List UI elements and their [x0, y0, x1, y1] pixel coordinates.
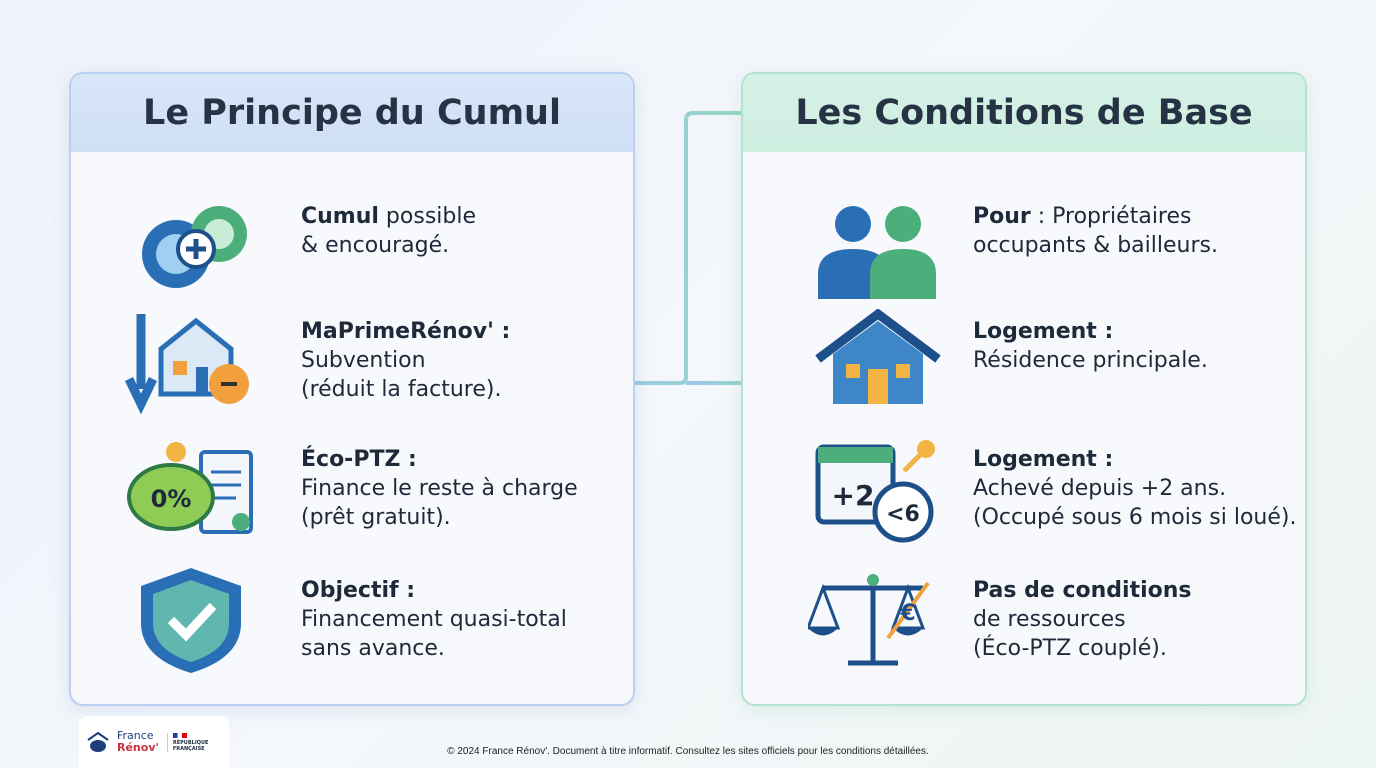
item-bold: MaPrimeRénov' :: [301, 319, 511, 344]
list-item-cumul: Cumul possible & encouragé.: [71, 194, 633, 314]
svg-text:0%: 0%: [151, 485, 192, 513]
right-card-title: Les Conditions de Base: [743, 74, 1305, 152]
item-bold: Logement :: [973, 319, 1114, 344]
left-card-principe-du-cumul: Le Principe du Cumul Cumul possible & enc…: [69, 72, 635, 706]
house-logo-icon: [87, 731, 109, 752]
list-item-pas-de-conditions: € Pas de conditions de ressources (Éco-PTZ…: [743, 568, 1305, 688]
item-text: & encouragé.: [301, 233, 450, 258]
item-text: (Éco-PTZ couplé).: [973, 636, 1167, 661]
list-item-maprimerenov: MaPrimeRénov' : Subvention (réduit la fact…: [71, 309, 633, 429]
left-card-title: Le Principe du Cumul: [71, 74, 633, 152]
item-text: Achevé depuis +2 ans.: [973, 476, 1227, 501]
item-text: Finance le reste à charge: [301, 476, 578, 501]
item-text: occupants & bailleurs.: [973, 233, 1218, 258]
item-text: (prêt gratuit).: [301, 505, 451, 530]
item-bold: Logement :: [973, 447, 1114, 472]
icon-label: <6: [886, 502, 920, 527]
item-text: possible: [378, 204, 477, 229]
flag-icon: [172, 732, 187, 738]
piggy-bank-0-percent-document-icon: 0%: [127, 442, 253, 534]
list-item-logement-acheve: +2 <6 Logement : Achevé depuis +2 ans. (Oc…: [743, 437, 1305, 557]
logo-brand-line2: Rénov': [117, 741, 159, 754]
shield-check-icon: [141, 568, 241, 673]
list-item-logement-residence: Logement : Résidence principale.: [743, 309, 1305, 429]
gears-plus-icon: [142, 206, 247, 288]
icon-label: +2: [832, 479, 875, 512]
right-card-conditions-de-base: Les Conditions de Base Pour : Propriétai…: [741, 72, 1307, 706]
calendar-clock-key-icon: +2 <6: [815, 440, 935, 543]
logo-gov-text: RÉPUBLIQUE FRANÇAISE: [172, 739, 209, 752]
item-bold: Cumul: [301, 204, 379, 229]
item-bold: Pas de conditions: [973, 578, 1192, 603]
item-text: (Occupé sous 6 mois si loué).: [973, 505, 1297, 530]
item-text: Financement quasi-total: [301, 607, 567, 632]
item-text: : Propriétaires: [1030, 204, 1192, 229]
item-text: (réduit la facture).: [301, 377, 502, 402]
list-item-objectif: Objectif : Financement quasi-total sans av…: [71, 568, 633, 688]
scale-no-euro-icon: €: [808, 574, 930, 666]
people-icon: [818, 206, 936, 299]
item-bold: Pour: [973, 204, 1031, 229]
logo-gov: RÉPUBLIQUE FRANÇAISE: [166, 732, 211, 752]
footer-disclaimer: © 2024 France Rénov'. Document à titre i…: [447, 746, 929, 757]
item-bold: Objectif :: [301, 578, 416, 603]
house-icon: [815, 309, 941, 404]
item-text: sans avance.: [301, 636, 445, 661]
euro-symbol: €: [899, 601, 915, 626]
list-item-eco-ptz: 0% Éco-PTZ : Finance le reste à charge (pr…: [71, 437, 633, 557]
item-text: Résidence principale.: [973, 348, 1208, 373]
item-text: Subvention: [301, 348, 426, 373]
house-down-arrow-money-bag-icon: [124, 314, 249, 415]
strike-slash: [886, 581, 930, 640]
item-text: de ressources: [973, 607, 1126, 632]
item-bold: Éco-PTZ :: [301, 447, 417, 472]
logo-brand-line1: France: [117, 729, 154, 742]
list-item-pour: Pour : Propriétaires occupants & bailleur…: [743, 194, 1305, 314]
